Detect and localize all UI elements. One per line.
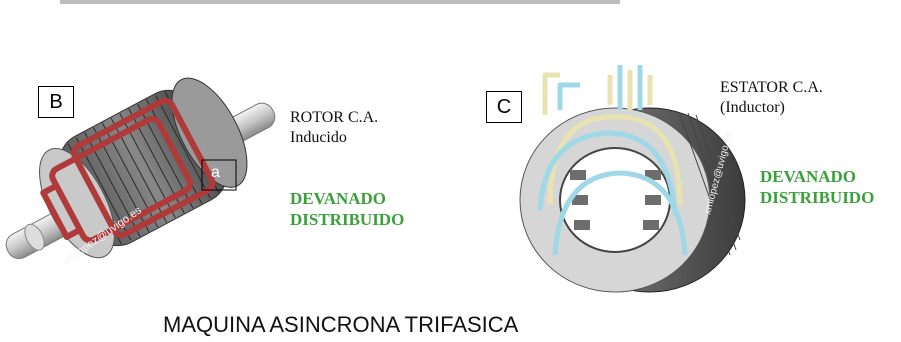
sub-label-frame <box>201 159 237 191</box>
rotor-coils <box>40 97 216 244</box>
top-edge-strip <box>60 0 620 4</box>
rotor-title-line1: ROTOR C.A. <box>290 109 379 126</box>
stator-coils <box>537 65 688 256</box>
rotor-title-line2: Inducido <box>290 129 347 146</box>
stator-title-line1: ESTATOR C.A. <box>720 79 823 96</box>
stator-illustration: xmlopez@uvigo.es <box>519 65 746 293</box>
stator-winding-line1: DEVANADO <box>760 167 857 186</box>
label-a: a <box>211 164 220 181</box>
rotor-winding-line1: DEVANADO <box>290 189 387 208</box>
label-box-c: C <box>486 91 522 123</box>
stator-winding-line2: DISTRIBUIDO <box>760 188 875 207</box>
stator-winding-text: DEVANADO DISTRIBUIDO <box>760 166 874 208</box>
rotor-title: ROTOR C.A. Inducido <box>290 108 378 148</box>
main-title: MAQUINA ASINCRONA TRIFASICA <box>163 312 519 337</box>
stator-title: ESTATOR C.A. (Inductor) <box>720 78 823 118</box>
rotor-illustration: xmlopez@uvigo.es <box>5 77 276 268</box>
rotor-winding-text: DEVANADO DISTRIBUIDO <box>290 188 404 230</box>
rotor-winding-line2: DISTRIBUIDO <box>290 210 405 229</box>
stator-title-line2: (Inductor) <box>720 99 785 116</box>
label-box-b: B <box>38 86 74 118</box>
stator-core <box>519 107 746 293</box>
